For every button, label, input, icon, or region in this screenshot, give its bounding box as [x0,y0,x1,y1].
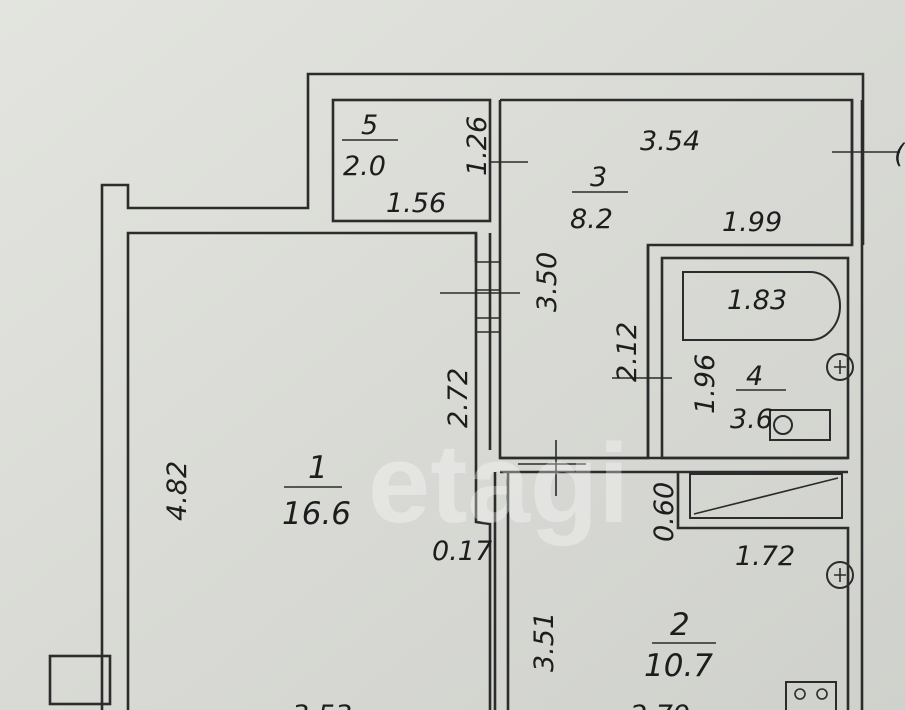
dimension-lines [284,132,900,644]
floor-drain-icon [826,561,854,589]
dim-wall-offset: 0.17 [432,536,492,567]
dim-room5-width: 1.56 [386,188,446,219]
room-area-1: 16.6 [282,496,351,532]
dim-closet-depth: 0.60 [649,482,680,542]
room-area-5: 2.0 [343,151,386,182]
dim-room4-width: 1.96 [690,354,721,414]
bath-drain-icon [826,353,854,381]
dim-room2-bottom: 2.79 [630,700,690,710]
stove [785,681,837,710]
dim-room1-bottom: 3.53 [292,700,352,710]
room-area-3: 8.2 [570,204,613,235]
dim-room2-width: 1.72 [735,541,795,572]
bathtub [682,271,841,341]
room-area-4: 3.6 [730,404,773,435]
dim-room1-height: 4.82 [162,461,193,521]
room-number-3: 3 [590,162,607,193]
dim-room3-right: 1.99 [722,207,782,238]
dim-bathtub: 1.83 [727,285,787,316]
dim-room5-height: 1.26 [462,116,493,176]
room-number-5: 5 [361,110,378,141]
dimension-labels: 1.26 1.56 3.54 1.99 3.50 1.83 2.12 1.96 … [162,116,905,710]
fixtures [682,271,854,710]
interior-walls [331,98,864,710]
room-area-2: 10.7 [644,648,713,684]
dim-room1-partition: 2.72 [443,368,474,428]
edge-mark: ( [894,139,905,170]
wardrobe [689,473,843,519]
room-number-1: 1 [308,450,328,486]
dim-room3-top: 3.54 [640,126,700,157]
dim-room2-height: 3.51 [529,612,560,672]
room-labels: 5 2.0 3 8.2 4 3.6 1 16.6 2 10.7 [282,110,773,684]
toilet [769,409,831,441]
dim-room4-height: 2.12 [612,322,643,382]
watermark: etagi [368,421,629,546]
room-number-4: 4 [746,361,763,392]
dim-room3-height: 3.50 [532,252,563,312]
room-number-2: 2 [670,607,690,643]
